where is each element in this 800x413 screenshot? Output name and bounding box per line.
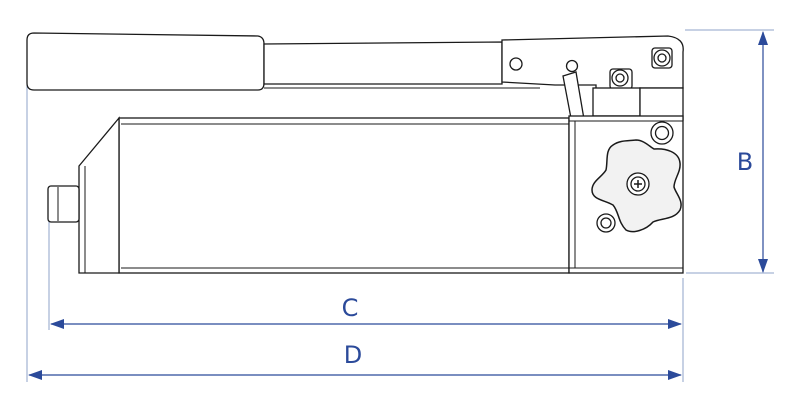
pivot-post [592,87,641,117]
lever-bracket [501,35,684,96]
lever-hole [509,57,523,71]
extension-lines [26,29,774,382]
handle-rod [263,41,503,85]
phillips-screw-icon [626,172,650,196]
lower-screw [596,213,616,233]
dimension-d-label: D [344,341,362,369]
pump-drawing [26,32,684,274]
pivot-pin-top [651,47,673,69]
dimension-b-label: B [737,148,753,176]
pivot-pin-middle [609,68,633,90]
dimension-c-label: C [342,294,359,322]
handle-grip [26,32,265,91]
pivot-post-right [639,87,684,121]
pivot-hole [565,59,579,73]
reservoir-tube [118,117,570,274]
side-pin [650,121,674,145]
dimension-lines [28,31,768,380]
outlet-fitting [47,185,80,223]
left-end-cap [78,116,120,274]
